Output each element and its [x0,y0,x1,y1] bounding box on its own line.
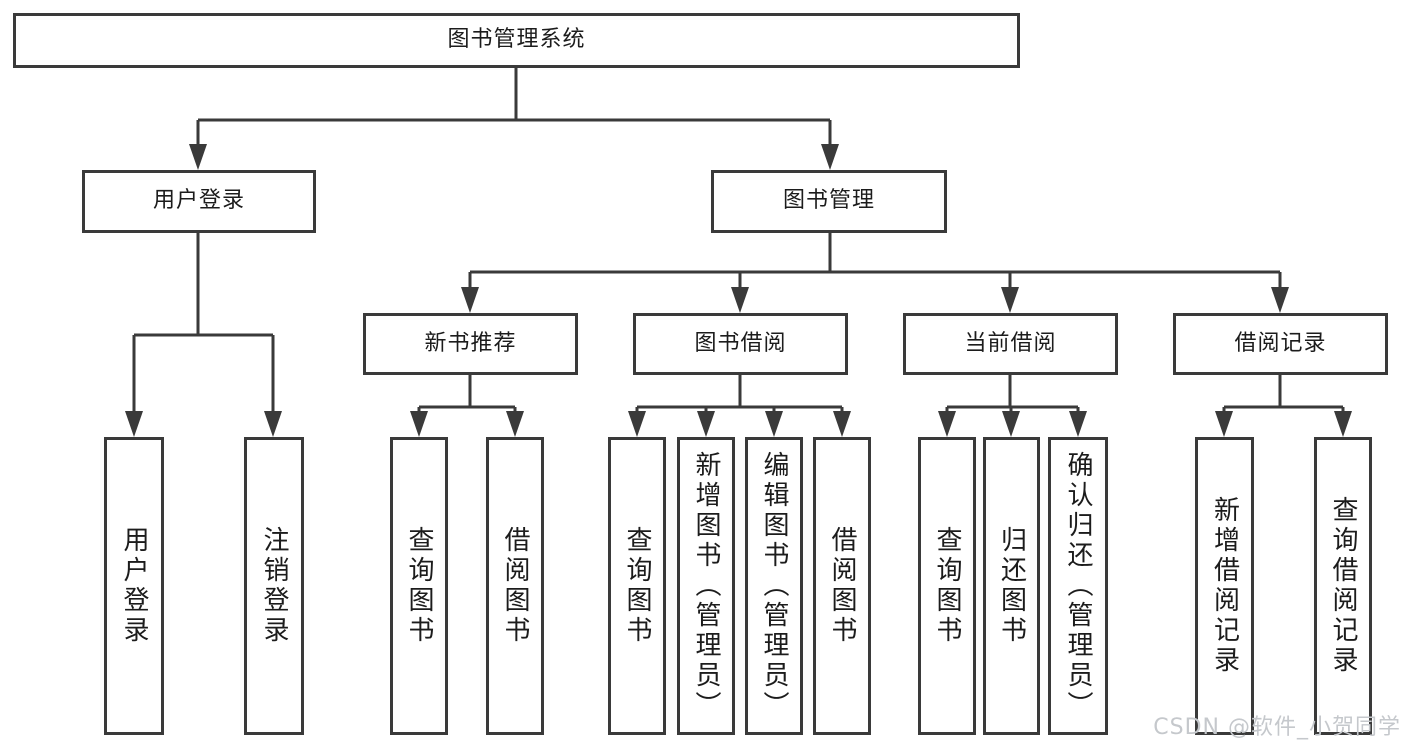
arrowhead-icon [765,411,783,437]
arrowhead-icon [1271,287,1289,313]
arrowhead-icon [1001,287,1019,313]
arrowhead-icon [731,287,749,313]
leaf-query-books-1: 查询图书 [390,437,448,735]
node-user-login: 用户登录 [82,170,316,233]
node-library-system: 图书管理系统 [13,13,1020,68]
leaf-logout: 注销登录 [244,437,304,735]
leaf-confirm-return-admin: 确认归还（管理员） [1048,437,1108,735]
arrowhead-icon [938,411,956,437]
arrowhead-icon [821,144,839,170]
node-borrowing-records: 借阅记录 [1173,313,1388,375]
leaf-add-books-admin: 新增图书（管理员） [677,437,735,735]
leaf-query-books-3: 查询图书 [918,437,976,735]
arrowhead-icon [833,411,851,437]
arrowhead-icon [697,411,715,437]
arrowhead-icon [410,411,428,437]
connector-userlogin-to-leaves [132,233,275,415]
arrowhead-icon [1215,411,1233,437]
leaf-query-books-2: 查询图书 [608,437,666,735]
node-new-book-recommend: 新书推荐 [363,313,578,375]
arrowhead-icon [1334,411,1352,437]
leaf-edit-books-admin: 编辑图书（管理员） [745,437,803,735]
node-book-management: 图书管理 [711,170,947,233]
connector-root-to-level2 [196,68,832,148]
connector-bookborrow-to-leaves [635,375,844,415]
arrowhead-icon [264,411,282,437]
leaf-query-borrow-record: 查询借阅记录 [1314,437,1372,735]
leaf-borrow-books-2: 借阅图书 [813,437,871,735]
arrowhead-icon [189,144,207,170]
leaf-return-books: 归还图书 [983,437,1040,735]
connector-newbooks-to-leaves [417,375,517,415]
arrowhead-icon [461,287,479,313]
csdn-watermark: CSDN @软件_小贺同学 [1153,715,1401,740]
node-current-borrowing: 当前借阅 [903,313,1118,375]
connector-bookmgmt-to-level3 [468,233,1282,291]
arrowhead-icon [628,411,646,437]
leaf-add-borrow-record: 新增借阅记录 [1195,437,1254,735]
arrowhead-icon [1069,411,1087,437]
arrowhead-icon [506,411,524,437]
leaf-user-login: 用户登录 [104,437,164,735]
connector-currentborrow-to-leaves [945,375,1080,415]
arrowhead-icon [125,411,143,437]
leaf-borrow-books-1: 借阅图书 [486,437,544,735]
node-book-borrowing: 图书借阅 [633,313,848,375]
connector-borrowrecords-to-leaves [1222,375,1345,415]
arrowhead-group [125,144,1352,437]
connector-line-group [132,68,1345,415]
arrowhead-icon [1002,411,1020,437]
